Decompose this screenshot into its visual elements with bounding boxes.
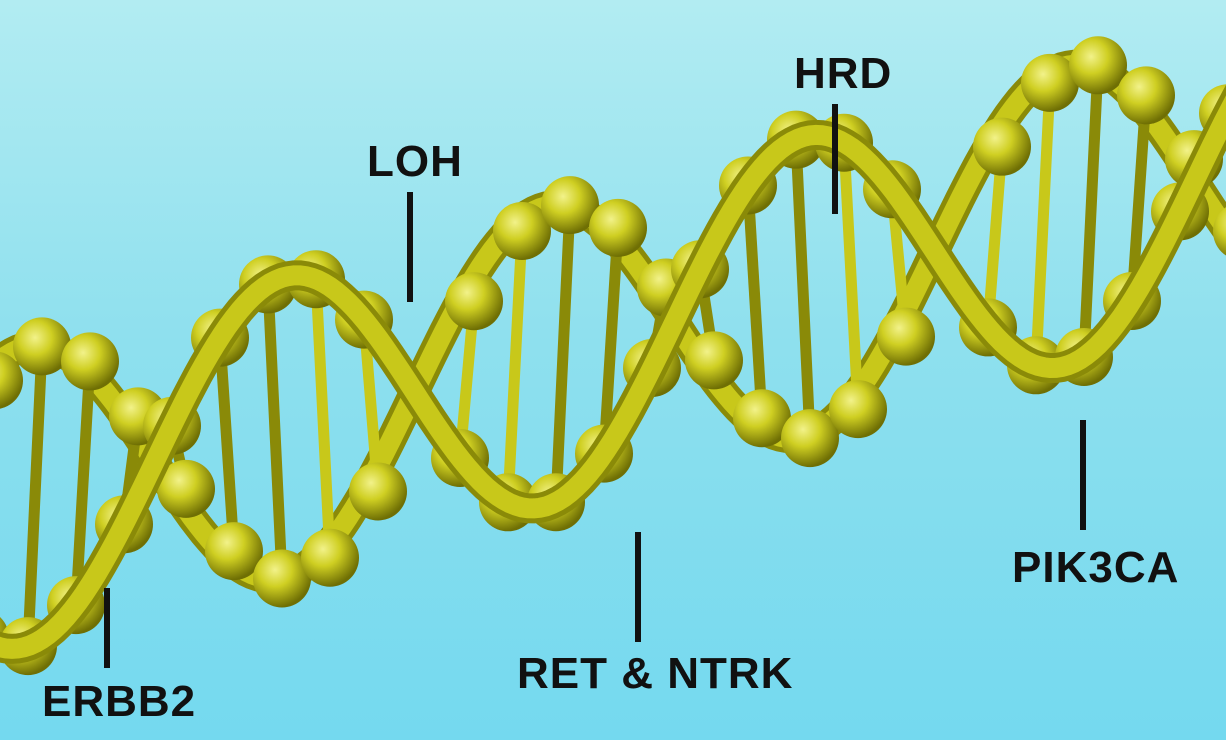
base-pair-rod — [982, 141, 1008, 333]
base-pair-sphere — [733, 389, 791, 448]
erbb2-pointer-line — [104, 588, 110, 668]
base-pair-rod — [502, 225, 528, 508]
loh-pointer-line — [407, 192, 413, 302]
base-pair-rod — [214, 332, 240, 557]
base-pair-sphere — [157, 459, 215, 518]
base-pair-sphere — [685, 331, 743, 390]
base-pair-sphere — [781, 409, 839, 468]
base-pair-sphere — [877, 307, 935, 366]
base-pair-sphere — [0, 351, 23, 409]
base-pair-rod — [790, 134, 816, 444]
base-pair-rod — [1078, 59, 1104, 363]
pik3ca-pointer-line — [1080, 420, 1086, 530]
base-pair-rod — [262, 278, 288, 584]
base-pair-rod — [838, 137, 864, 415]
base-pair-sphere — [589, 198, 647, 257]
base-pair-sphere — [1021, 53, 1079, 112]
base-pair-sphere — [829, 380, 887, 439]
base-pair-sphere — [61, 332, 119, 391]
base-pair-rod — [70, 355, 96, 611]
base-pair-sphere — [1117, 66, 1175, 125]
ret-ntrk-pointer-line — [635, 532, 641, 642]
base-pair-rod — [310, 273, 336, 564]
base-pair-sphere — [205, 522, 263, 581]
base-pair-sphere — [301, 528, 359, 587]
base-pair-sphere — [1213, 207, 1226, 256]
base-pair-rod — [22, 340, 48, 652]
base-pair-rod — [1126, 89, 1152, 307]
base-pair-sphere — [493, 201, 551, 260]
base-pair-sphere — [445, 272, 503, 331]
erbb2-label: ERBB2 — [42, 677, 197, 726]
base-pair-sphere — [1069, 36, 1127, 95]
base-pair-sphere — [253, 549, 311, 608]
base-pair-rod — [550, 199, 576, 508]
pik3ca-label: PIK3CA — [1012, 543, 1180, 592]
dna-strand-a — [0, 95, 1226, 659]
base-pair-sphere — [541, 176, 599, 235]
dna-front-strand — [0, 84, 1226, 664]
hrd-label: HRD — [794, 49, 893, 98]
loh-label: LOH — [367, 137, 463, 186]
base-pair-sphere — [349, 462, 407, 521]
base-pair-rod — [598, 222, 624, 460]
base-pair-rod — [742, 179, 768, 424]
base-pair-sphere — [13, 317, 71, 376]
base-pair-sphere — [973, 117, 1031, 176]
ret-ntrk-label: RET & NTRK — [517, 649, 794, 698]
base-pair-rod — [1030, 77, 1056, 371]
hrd-pointer-line — [832, 104, 838, 214]
